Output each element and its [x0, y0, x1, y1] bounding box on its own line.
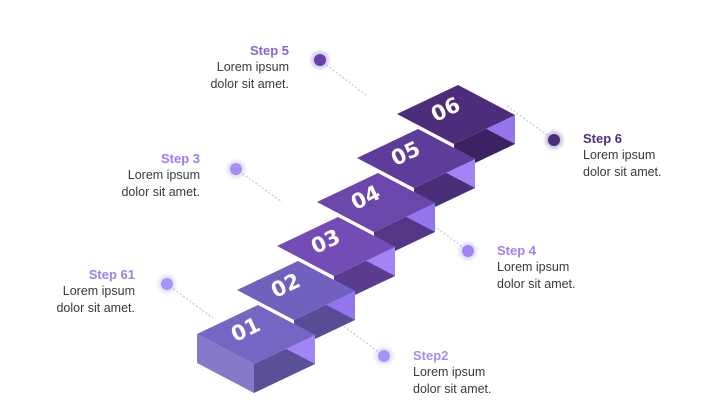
callout-text-line-2: dolor sit amet.: [583, 165, 662, 179]
callout-title: Step 3: [160, 151, 200, 166]
stair-top-face: [317, 173, 435, 232]
callout-text-line-1: Lorem ipsum: [497, 260, 570, 274]
callout-dot: [548, 134, 560, 146]
stair-top-face: [357, 129, 475, 188]
connector-line: [337, 321, 385, 357]
callout-title: Step 6: [583, 131, 623, 146]
connector-line: [421, 216, 469, 252]
callout-text-line-1: Lorem ipsum: [583, 148, 656, 162]
callout-dot: [314, 54, 326, 66]
callout-text-line-2: dolor sit amet.: [497, 277, 576, 291]
callout-text-line-2: dolor sit amet.: [56, 301, 135, 315]
callout-title: Step 4: [497, 243, 537, 258]
stair-step: 05: [357, 129, 475, 217]
callout-step-61: Step 61 Lorem ipsum dolor sit amet.: [0, 266, 135, 317]
stair-top-face: [277, 217, 395, 276]
callout-dot: [230, 163, 242, 175]
stair-left-face: [197, 334, 254, 393]
stair-step: 01: [197, 305, 315, 393]
callout-text-line-1: Lorem ipsum: [62, 284, 135, 298]
callout-dot: [161, 278, 173, 290]
callout-step-5: Step 5 Lorem ipsum dolor sit amet.: [139, 42, 289, 93]
callout-title: Step 61: [88, 267, 135, 282]
connector-lines: [166, 59, 555, 357]
callout-text-line-2: dolor sit amet.: [121, 185, 200, 199]
callout-step-3: Step 3 Lorem ipsum dolor sit amet.: [50, 150, 200, 201]
connector-line: [506, 105, 555, 141]
callout-dot: [462, 245, 474, 257]
callout-title: Step2: [413, 348, 449, 363]
callout-title: Step 5: [249, 43, 289, 58]
callout-dot: [378, 350, 390, 362]
connector-line: [235, 168, 283, 203]
connector-line: [319, 59, 368, 97]
callout-dots: [158, 51, 563, 365]
connector-line: [166, 283, 214, 319]
callout-step-4: Step 4 Lorem ipsum dolor sit amet.: [497, 242, 647, 293]
callout-text-line-1: Lorem ipsum: [413, 365, 486, 379]
callout-text-line-1: Lorem ipsum: [127, 168, 200, 182]
callout-text-line-1: Lorem ipsum: [216, 60, 289, 74]
stair-top-face: [397, 85, 515, 144]
callout-text-line-2: dolor sit amet.: [413, 382, 492, 396]
stair-top-face: [197, 305, 315, 364]
stair-top-face: [237, 261, 355, 320]
callout-step-2: Step2 Lorem ipsum dolor sit amet.: [413, 347, 563, 398]
callout-step-6: Step 6 Lorem ipsum dolor sit amet.: [583, 130, 720, 181]
callout-text-line-2: dolor sit amet.: [210, 77, 289, 91]
